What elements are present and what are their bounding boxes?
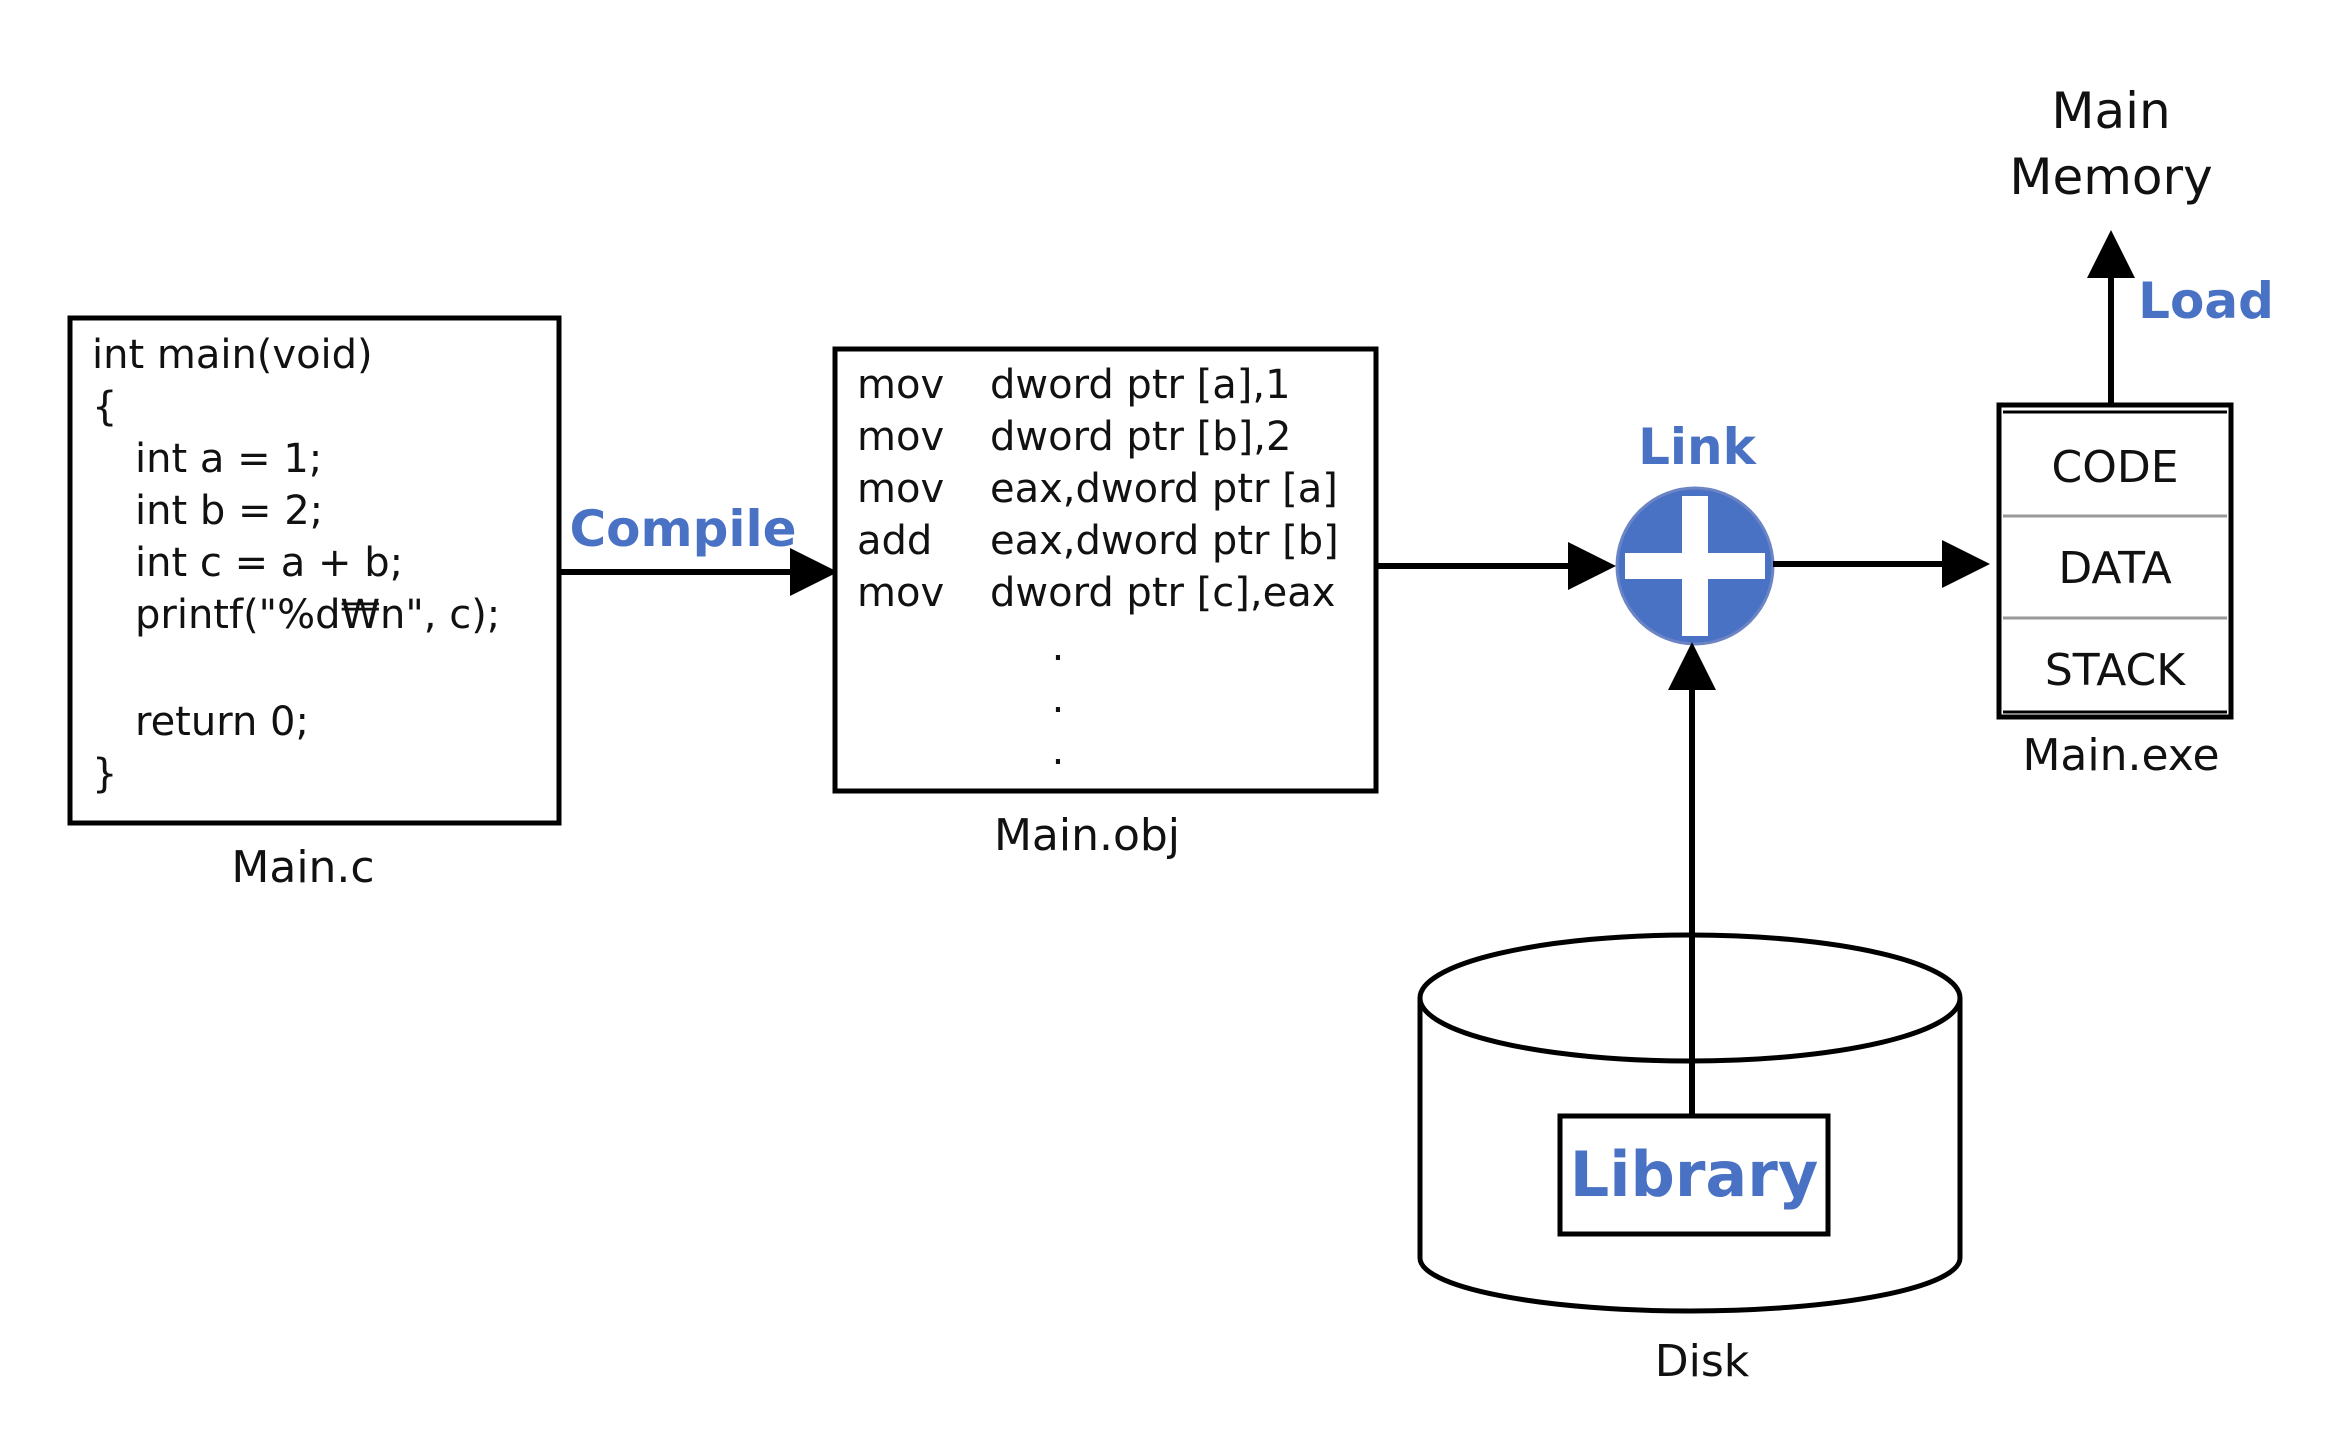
section-data: DATA [2058, 543, 2171, 594]
asm-args: dword ptr [a],1 [990, 362, 1291, 408]
link-label: Link [1638, 418, 1758, 476]
asm-args: eax,dword ptr [b] [990, 518, 1339, 564]
asm-args: dword ptr [b],2 [990, 414, 1291, 460]
source-line: int a = 1; [135, 436, 322, 482]
asm-op: add [857, 518, 932, 564]
asm-args: dword ptr [c],eax [990, 570, 1335, 616]
asm-args: eax,dword ptr [a] [990, 466, 1338, 512]
source-file-caption: Main.c [231, 842, 374, 893]
library-box: Library [1557, 1113, 1831, 1237]
source-line: int c = a + b; [135, 540, 403, 586]
asm-op: mov [857, 414, 944, 460]
memory-label-line1: Main [2051, 82, 2170, 140]
executable-box: CODE DATA STACK [1996, 402, 2234, 720]
source-line: { [92, 384, 117, 430]
plus-icon [1625, 496, 1765, 636]
asm-op: mov [857, 466, 944, 512]
asm-ellipsis-dot: . [1052, 624, 1065, 670]
object-file-caption: Main.obj [994, 810, 1180, 861]
compile-label: Compile [569, 500, 796, 558]
section-code: CODE [2051, 442, 2178, 493]
object-file-box: mov dword ptr [a],1 mov dword ptr [b],2 … [832, 346, 1379, 794]
asm-op: mov [857, 570, 944, 616]
source-line: int main(void) [92, 332, 373, 378]
executable-caption: Main.exe [2022, 730, 2219, 781]
disk-caption: Disk [1655, 1336, 1750, 1387]
source-file-box: int main(void) { int a = 1; int b = 2; i… [67, 315, 562, 826]
load-label: Load [2138, 272, 2274, 330]
source-line: printf("%d₩n", c); [135, 592, 500, 638]
asm-ellipsis-dot: . [1052, 728, 1065, 774]
source-line: int b = 2; [135, 488, 323, 534]
asm-ellipsis-dot: . [1052, 676, 1065, 722]
memory-label-line2: Memory [2009, 148, 2212, 206]
library-label: Library [1570, 1138, 1819, 1211]
section-stack: STACK [2045, 645, 2186, 696]
asm-op: mov [857, 362, 944, 408]
source-line: return 0; [135, 699, 309, 745]
source-line: } [92, 751, 117, 797]
link-node [1615, 486, 1775, 646]
